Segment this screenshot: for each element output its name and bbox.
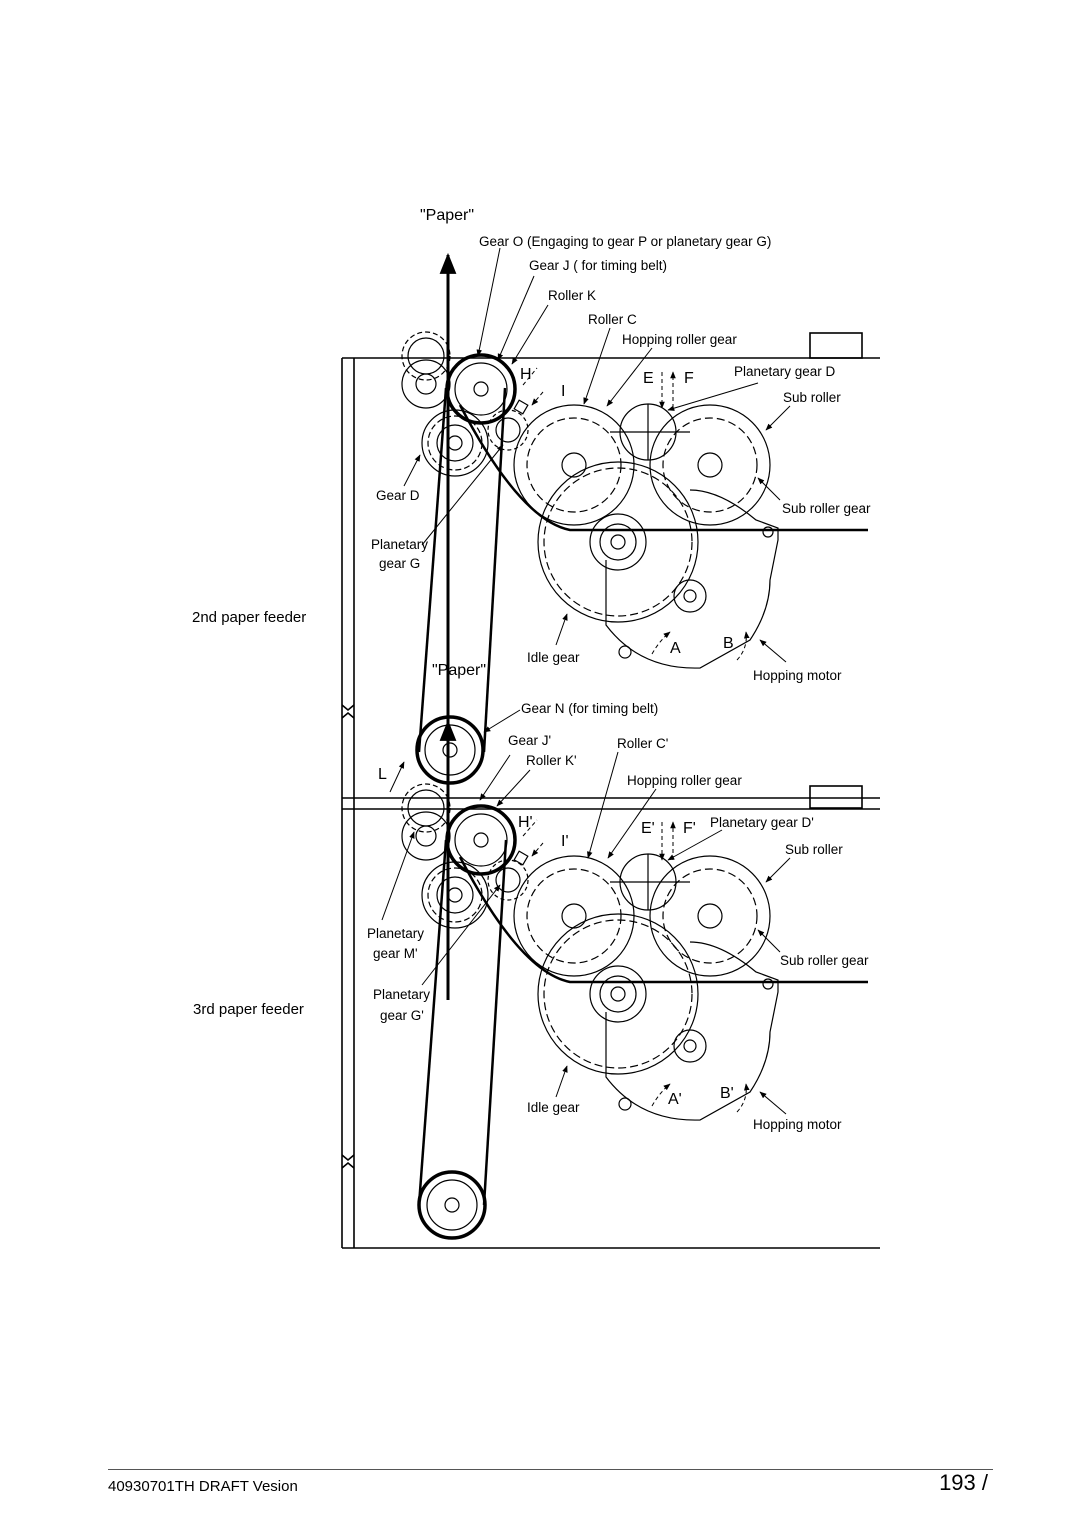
label-hopping-motor: Hopping motor <box>753 668 842 683</box>
label-planetary-m-2: gear M' <box>373 946 418 961</box>
footer-divider <box>108 1469 993 1470</box>
page-number: 193 / <box>939 1470 988 1495</box>
label-F: F <box>684 370 694 387</box>
label-I2: I' <box>561 833 569 850</box>
label-B2: B' <box>720 1085 734 1102</box>
label-planetary-gear-d2: Planetary gear D' <box>710 815 814 830</box>
label-roller-c2: Roller C' <box>617 736 668 751</box>
label-gear-o: Gear O (Engaging to gear P or planetary … <box>479 234 771 249</box>
label-gear-n: Gear N (for timing belt) <box>521 701 658 716</box>
label-3rd-paper-feeder: 3rd paper feeder <box>193 1001 304 1018</box>
label-I: I <box>561 383 565 400</box>
label-roller-c: Roller C <box>588 312 637 327</box>
label-sub-roller-lower: Sub roller <box>785 842 843 857</box>
label-E2: E' <box>641 820 655 837</box>
label-planetary-gear-d: Planetary gear D <box>734 364 836 379</box>
lower-paper-path <box>458 856 868 984</box>
label-E: E <box>643 370 654 387</box>
label-H: H <box>520 366 532 383</box>
label-planetary-g2-1: Planetary <box>373 987 430 1002</box>
label-B: B <box>723 635 734 652</box>
label-planetary-m-1: Planetary <box>367 926 424 941</box>
label-gear-j2: Gear J' <box>508 733 551 748</box>
footer-doc-id: 40930701TH DRAFT Vesion <box>108 1478 298 1495</box>
label-idle-gear-lower: Idle gear <box>527 1100 580 1115</box>
label-roller-k: Roller K <box>548 288 596 303</box>
label-paper-upper: "Paper" <box>420 207 474 224</box>
upper-paper-path <box>458 404 868 532</box>
label-gear-j: Gear J ( for timing belt) <box>529 258 667 273</box>
middle-labels: "Paper" Gear N (for timing belt) Gear J'… <box>378 662 742 788</box>
lower-labels: Planetary gear D' Sub roller Sub roller … <box>193 814 869 1132</box>
label-sub-roller-gear: Sub roller gear <box>782 501 871 516</box>
label-hopping-roller-gear2: Hopping roller gear <box>627 773 742 788</box>
upper-labels: "Paper" Gear O (Engaging to gear P or pl… <box>192 207 871 683</box>
label-hopping-motor-lower: Hopping motor <box>753 1117 842 1132</box>
label-2nd-paper-feeder: 2nd paper feeder <box>192 609 306 626</box>
timing-belts <box>417 387 508 1206</box>
label-planetary-g-2: gear G <box>379 556 420 571</box>
label-paper-middle: "Paper" <box>432 662 486 679</box>
gear-n <box>415 715 485 785</box>
label-sub-roller: Sub roller <box>783 390 841 405</box>
upper-gear-train <box>401 331 779 669</box>
label-planetary-g-1: Planetary <box>371 537 428 552</box>
frame <box>341 332 880 1249</box>
label-H2: H' <box>518 814 533 831</box>
label-F2: F' <box>683 820 696 837</box>
label-sub-roller-gear-lower: Sub roller gear <box>780 953 869 968</box>
label-L: L <box>378 766 387 783</box>
label-hopping-roller-gear: Hopping roller gear <box>622 332 737 347</box>
label-gear-d: Gear D <box>376 488 420 503</box>
leader-lines <box>381 247 791 1115</box>
label-planetary-g2-2: gear G' <box>380 1008 424 1023</box>
label-idle-gear: Idle gear <box>527 650 580 665</box>
label-A: A <box>670 640 681 657</box>
label-roller-k2: Roller K' <box>526 753 577 768</box>
label-A2: A' <box>668 1091 682 1108</box>
